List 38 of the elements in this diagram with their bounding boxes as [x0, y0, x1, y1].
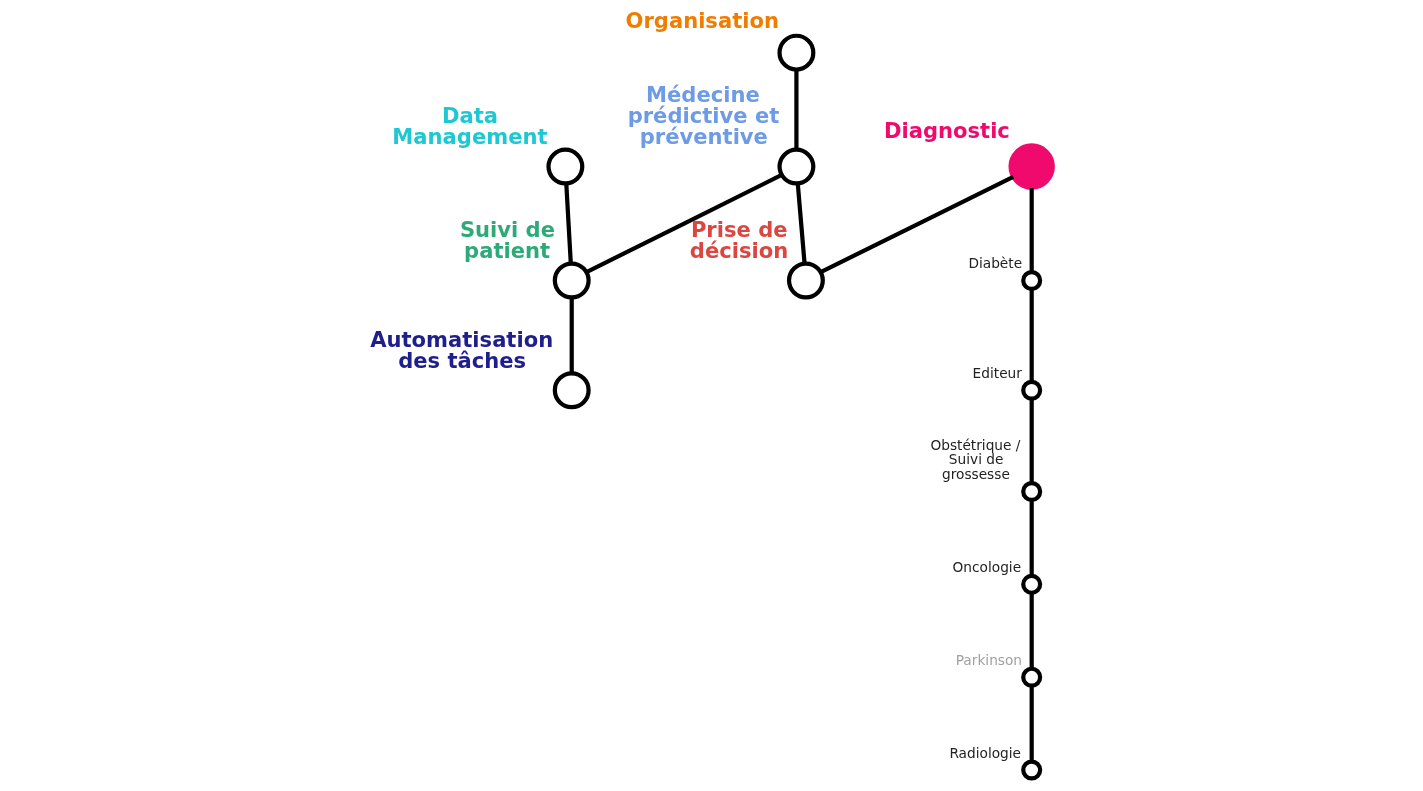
node-circle [1021, 379, 1043, 401]
connector [564, 183, 573, 264]
node-circle [1021, 573, 1043, 595]
connector [1029, 500, 1034, 576]
node-circle [777, 33, 816, 72]
connector [1029, 592, 1034, 669]
node-circle [1021, 759, 1043, 781]
node-label: Automatisation des tâches [370, 326, 554, 374]
node-circle [552, 261, 591, 300]
node-label: Médecine prédictive et préventive [627, 82, 780, 150]
node-circle [1008, 143, 1055, 190]
node-circle [1021, 666, 1043, 688]
node-label: Organisation [625, 8, 779, 34]
node-label: Editeur [972, 364, 1022, 381]
connector [1029, 398, 1034, 483]
node-label: Obstétrique / Suivi de grossesse [930, 436, 1021, 483]
node-label: Diagnostic [883, 118, 1010, 144]
node-label: Radiologie [949, 744, 1022, 761]
node-circle [1021, 480, 1043, 503]
connector [794, 69, 799, 150]
connector [819, 174, 1015, 274]
node-label: Prise de décision [689, 217, 789, 264]
node-label: Parkinson [955, 651, 1023, 668]
node-circle [546, 147, 585, 186]
connector [585, 173, 783, 274]
node-circle [777, 147, 816, 186]
connector [1029, 685, 1034, 762]
connector [1029, 188, 1034, 272]
connector [1029, 288, 1034, 382]
connector [569, 297, 574, 374]
connector [795, 183, 807, 264]
node-circle [786, 261, 825, 300]
node-label: Diabète [968, 255, 1023, 272]
node-circle [552, 371, 591, 410]
node-label: Oncologie [952, 559, 1022, 576]
node-label: Suivi de patient [459, 217, 555, 264]
node-circle [1021, 269, 1043, 292]
node-label: Data Management [392, 103, 548, 150]
